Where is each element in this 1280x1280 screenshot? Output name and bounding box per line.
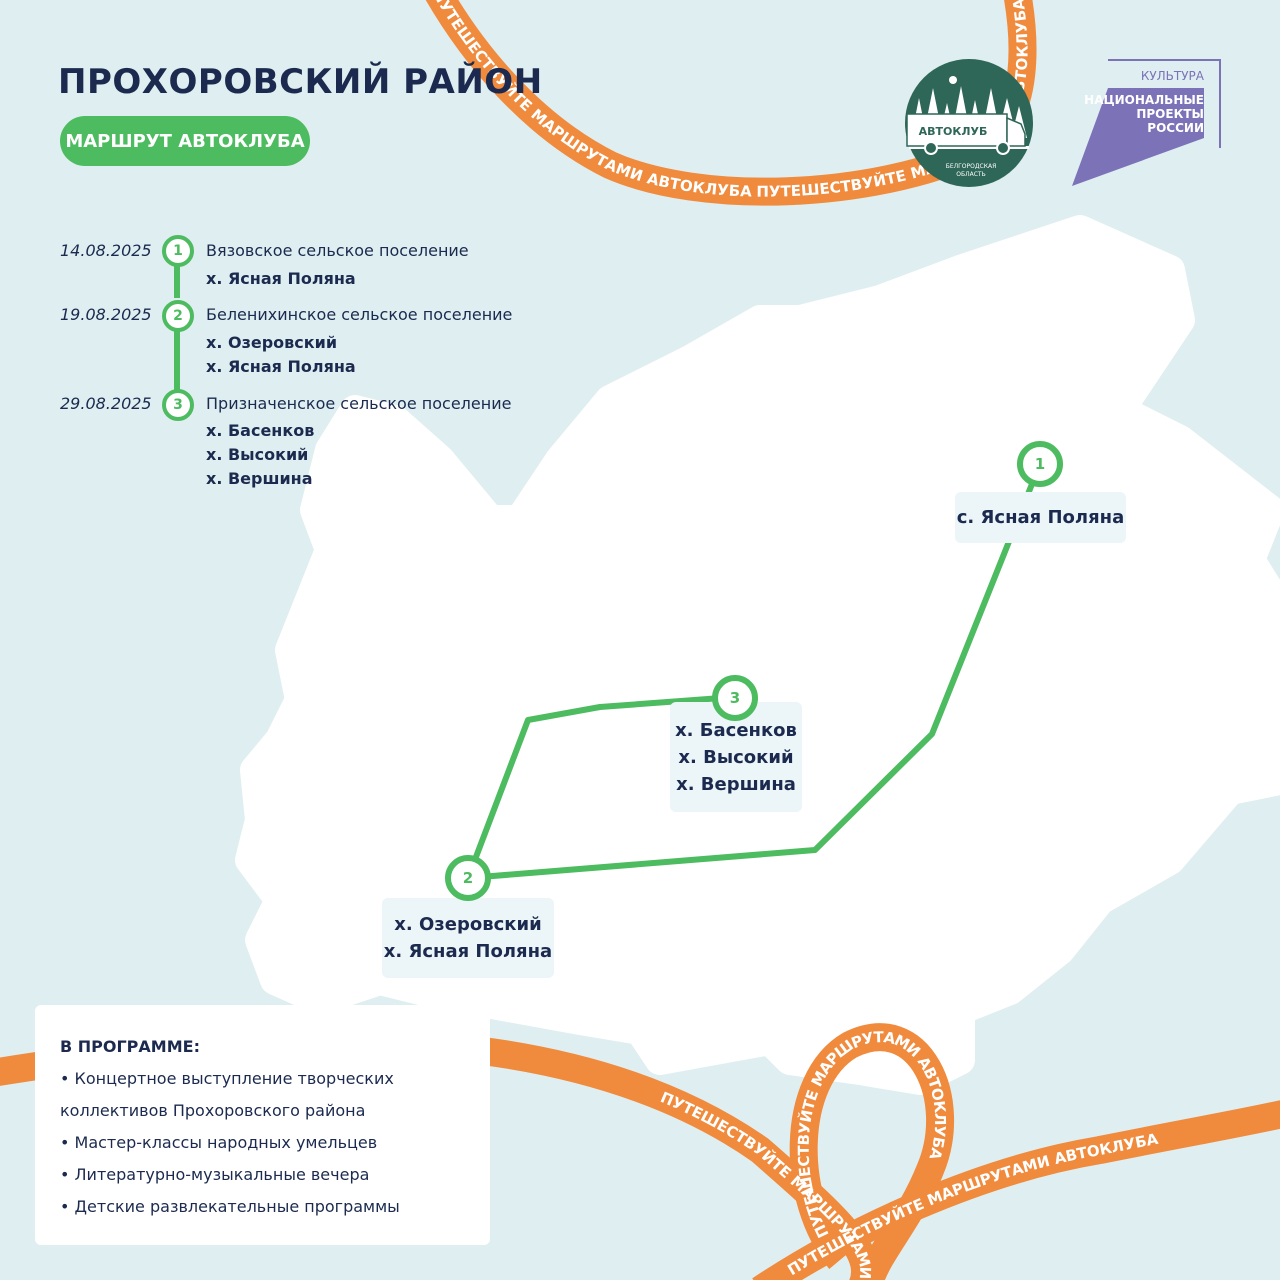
map-label-text: х. Озеровский xyxy=(394,914,542,935)
schedule-date: 19.08.2025 xyxy=(60,305,152,324)
svg-text:АВТОКЛУБ: АВТОКЛУБ xyxy=(919,125,988,138)
schedule-step-2: 2 xyxy=(162,300,194,332)
svg-text:НАЦИОНАЛЬНЫЕ: НАЦИОНАЛЬНЫЕ xyxy=(1084,93,1204,107)
map-label-text: с. Ясная Поляна xyxy=(956,507,1125,528)
region-shape xyxy=(235,215,1280,1095)
schedule-step-3: 3 xyxy=(162,389,194,421)
program-box: В ПРОГРАММЕ: • Концертное выступление тв… xyxy=(35,1005,490,1245)
map-label-stop-1: с. Ясная Поляна xyxy=(955,492,1126,543)
program-title: В ПРОГРАММЕ: xyxy=(60,1037,200,1056)
program-item: • Мастер-классы народных умельцев xyxy=(60,1133,378,1152)
program-item: • Литературно-музыкальные вечера xyxy=(60,1165,370,1184)
schedule-village: х. Высокий xyxy=(206,445,309,464)
map-label-text: х. Вершина xyxy=(676,773,796,795)
schedule-village: х. Ясная Поляна xyxy=(206,269,356,288)
map-marker-3[interactable]: 3 xyxy=(712,675,758,721)
svg-text:ОБЛАСТЬ: ОБЛАСТЬ xyxy=(956,171,985,178)
national-projects-logo: КУЛЬТУРА НАЦИОНАЛЬНЫЕ ПРОЕКТЫ РОССИИ xyxy=(1072,59,1221,186)
svg-text:КУЛЬТУРА: КУЛЬТУРА xyxy=(1141,69,1205,83)
timeline-connector xyxy=(174,262,180,298)
map-marker-2[interactable]: 2 xyxy=(445,855,491,901)
page-title: ПРОХОРОВСКИЙ РАЙОН xyxy=(58,62,543,102)
timeline-connector xyxy=(174,330,180,390)
map-label-text: х. Басенков xyxy=(675,719,797,741)
map-label-stop-2: х. Озеровский х. Ясная Поляна xyxy=(382,898,554,978)
map-label-text: х. Ясная Поляна xyxy=(383,941,553,962)
schedule-date: 14.08.2025 xyxy=(60,241,152,260)
schedule-village: х. Озеровский xyxy=(206,333,338,352)
schedule-village: х. Ясная Поляна xyxy=(206,357,356,376)
svg-text:БЕЛГОРОДСКАЯ: БЕЛГОРОДСКАЯ xyxy=(946,163,997,170)
schedule-village: х. Вершина xyxy=(206,469,313,488)
schedule-settlement: Призначенское сельское поселение xyxy=(206,394,512,413)
route-button[interactable]: МАРШРУТ АВТОКЛУБА xyxy=(60,116,310,166)
svg-text:ПРОЕКТЫ: ПРОЕКТЫ xyxy=(1136,107,1204,121)
map-marker-1[interactable]: 1 xyxy=(1017,441,1063,487)
avtoklub-logo: АВТОКЛУБ БЕЛГОРОДСКАЯ ОБЛАСТЬ xyxy=(905,59,1033,187)
schedule-settlement: Вязовское сельское поселение xyxy=(206,241,469,260)
map-label-text: х. Высокий xyxy=(678,746,794,768)
schedule-settlement: Беленихинское сельское поселение xyxy=(206,305,513,324)
schedule-step-1: 1 xyxy=(162,235,194,267)
program-item: • Детские развлекательные программы xyxy=(60,1197,400,1216)
schedule-date: 29.08.2025 xyxy=(60,394,152,413)
bus-icon xyxy=(906,113,1026,155)
svg-text:РОССИИ: РОССИИ xyxy=(1147,121,1204,135)
program-item: коллективов Прохоровского района xyxy=(60,1101,366,1120)
schedule-village: х. Басенков xyxy=(206,421,315,440)
program-item: • Концертное выступление творческих xyxy=(60,1069,394,1088)
